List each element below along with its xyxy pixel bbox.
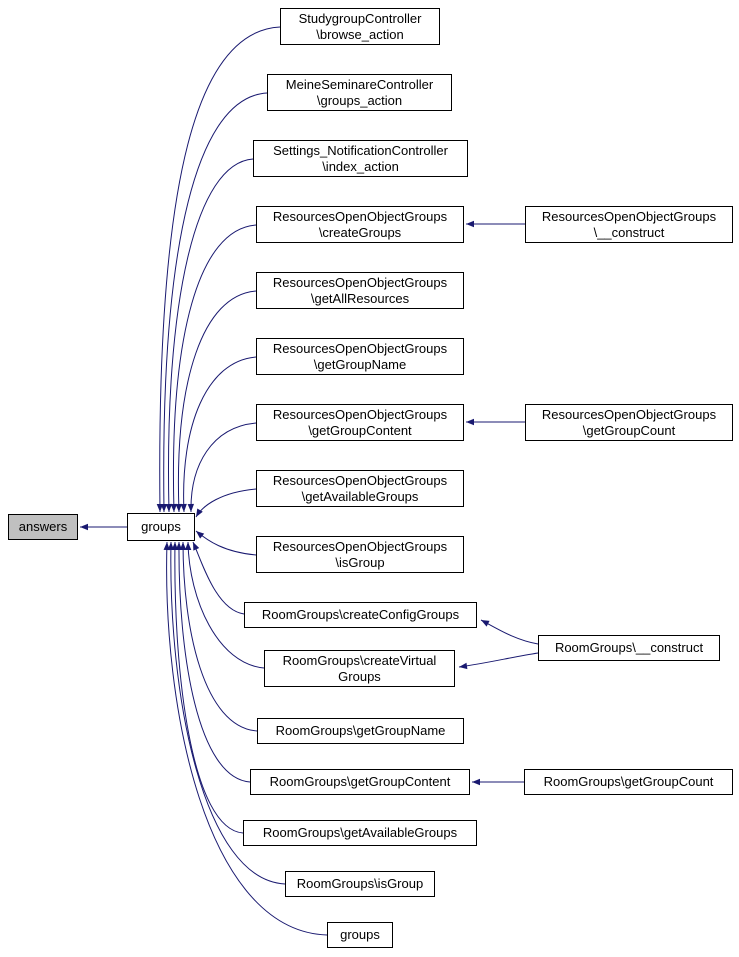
node-label: MeineSeminareController: [285, 76, 434, 92]
node-groups-hub[interactable]: groups: [127, 513, 195, 541]
node-resourcesopenobjectgroups-getgroupcount[interactable]: ResourcesOpenObjectGroups \getGroupCount: [525, 404, 733, 441]
node-label: \__construct: [593, 224, 665, 240]
node-label: ResourcesOpenObjectGroups: [272, 472, 448, 488]
node-roomgroups-createconfiggroups[interactable]: RoomGroups\createConfigGroups: [244, 602, 477, 628]
node-label: ResourcesOpenObjectGroups: [272, 274, 448, 290]
node-roomgroups-getgroupcount[interactable]: RoomGroups\getGroupCount: [524, 769, 733, 795]
node-groups-leaf[interactable]: groups: [327, 922, 393, 948]
node-label: \index_action: [322, 158, 399, 174]
node-label: groups: [340, 927, 380, 942]
node-resourcesopenobjectgroups-isgroup[interactable]: ResourcesOpenObjectGroups \isGroup: [256, 536, 464, 573]
node-label: Settings_NotificationController: [273, 142, 448, 158]
edge-rg-getgroupcontent: [175, 541, 251, 783]
edge-roog-isgroup: [195, 530, 257, 556]
node-resourcesopenobjectgroups-getallresources[interactable]: ResourcesOpenObjectGroups \getAllResourc…: [256, 272, 464, 309]
edge-rg-construct-to-createvirtualgroups: [458, 652, 539, 670]
edge-roog-getallresources: [175, 290, 257, 513]
node-label: RoomGroups\getAvailableGroups: [262, 825, 458, 840]
node-label: ResourcesOpenObjectGroups: [272, 538, 448, 554]
node-resourcesopenobjectgroups-construct[interactable]: ResourcesOpenObjectGroups \__construct: [525, 206, 733, 243]
edge-roog-getgroupcontent: [187, 422, 257, 513]
node-label: Groups: [338, 668, 381, 684]
node-label: ResourcesOpenObjectGroups: [541, 406, 717, 422]
edge-roog-creategroups: [170, 224, 257, 513]
node-roomgroups-isgroup[interactable]: RoomGroups\isGroup: [285, 871, 435, 897]
node-label: \getGroupName: [313, 356, 407, 372]
node-label: RoomGroups\__construct: [554, 640, 704, 655]
node-resourcesopenobjectgroups-creategroups[interactable]: ResourcesOpenObjectGroups \createGroups: [256, 206, 464, 243]
node-label: ResourcesOpenObjectGroups: [541, 208, 717, 224]
node-label: groups: [141, 519, 181, 534]
node-roomgroups-createvirtualgroups[interactable]: RoomGroups\createVirtual Groups: [264, 650, 455, 687]
node-label: RoomGroups\isGroup: [296, 876, 424, 891]
node-label: \isGroup: [335, 554, 385, 570]
node-label: \browse_action: [316, 26, 404, 42]
node-label: RoomGroups\getGroupCount: [543, 774, 714, 789]
node-label: answers: [18, 519, 68, 534]
edge-roog-getavailablegroups: [195, 488, 257, 518]
edge-settings-notification-index: [165, 158, 254, 513]
node-settings-notificationcontroller-index-action[interactable]: Settings_NotificationController \index_a…: [253, 140, 468, 177]
node-resourcesopenobjectgroups-getgroupcontent[interactable]: ResourcesOpenObjectGroups \getGroupConte…: [256, 404, 464, 441]
node-label: \getAllResources: [310, 290, 410, 306]
node-label: ResourcesOpenObjectGroups: [272, 208, 448, 224]
edge-rg-construct-to-createconfiggroups: [480, 619, 539, 645]
node-roomgroups-getgroupcontent[interactable]: RoomGroups\getGroupContent: [250, 769, 470, 795]
node-resourcesopenobjectgroups-getgroupname[interactable]: ResourcesOpenObjectGroups \getGroupName: [256, 338, 464, 375]
edge-roog-getgroupname: [180, 356, 257, 513]
node-label: \getGroupContent: [308, 422, 412, 438]
edge-meineseminare-groups: [160, 92, 268, 513]
node-studygroupcontroller-browse-action[interactable]: StudygroupController \browse_action: [280, 8, 440, 45]
node-roomgroups-construct[interactable]: RoomGroups\__construct: [538, 635, 720, 661]
node-label: RoomGroups\getGroupName: [275, 723, 446, 738]
node-label: StudygroupController: [298, 10, 422, 26]
node-label: RoomGroups\createConfigGroups: [261, 607, 460, 622]
node-label: \createGroups: [318, 224, 402, 240]
edge-rg-getavailablegroups: [171, 541, 244, 834]
node-label: RoomGroups\getGroupContent: [269, 774, 451, 789]
node-label: \getGroupCount: [582, 422, 676, 438]
edge-rg-getgroupname: [179, 541, 258, 732]
node-label: \groups_action: [316, 92, 403, 108]
node-roomgroups-getavailablegroups[interactable]: RoomGroups\getAvailableGroups: [243, 820, 477, 846]
edge-rg-createconfiggroups: [192, 541, 245, 615]
node-label: ResourcesOpenObjectGroups: [272, 406, 448, 422]
node-label: RoomGroups\createVirtual: [282, 652, 437, 668]
node-label: ResourcesOpenObjectGroups: [272, 340, 448, 356]
node-resourcesopenobjectgroups-getavailablegroups[interactable]: ResourcesOpenObjectGroups \getAvailableG…: [256, 470, 464, 507]
node-label: \getAvailableGroups: [301, 488, 419, 504]
node-roomgroups-getgroupname[interactable]: RoomGroups\getGroupName: [257, 718, 464, 744]
node-meineseminarecontroller-groups-action[interactable]: MeineSeminareController \groups_action: [267, 74, 452, 111]
node-answers[interactable]: answers: [8, 514, 78, 540]
